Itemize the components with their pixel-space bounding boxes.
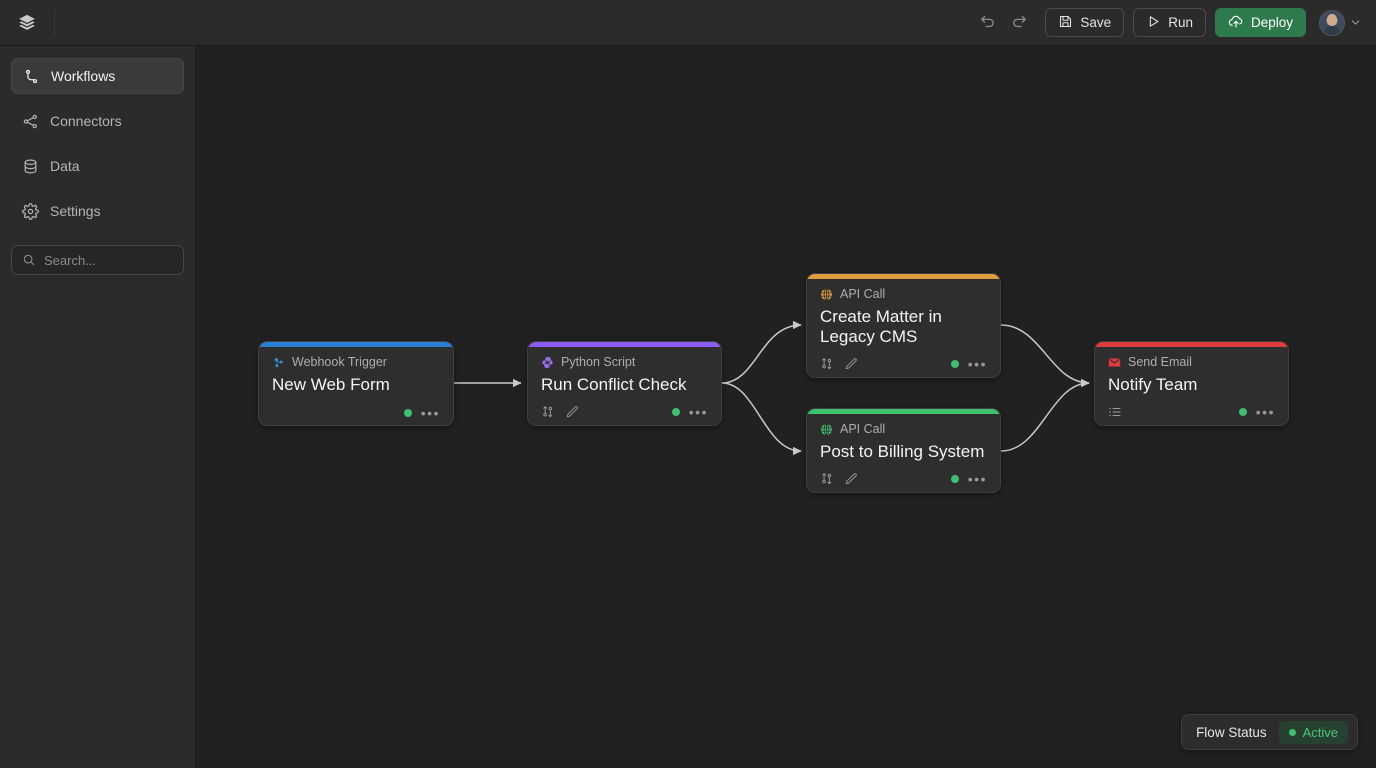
- envelope-icon: [1108, 356, 1121, 369]
- workflow-path-icon: [23, 68, 40, 85]
- flow-status-badge[interactable]: Active: [1278, 720, 1348, 744]
- node-accent-bar: [1095, 342, 1288, 347]
- deploy-button[interactable]: Deploy: [1214, 8, 1306, 37]
- play-icon: [1146, 14, 1161, 32]
- pencil-icon[interactable]: [844, 472, 858, 486]
- node-title: Notify Team: [1108, 375, 1198, 394]
- branch-icon[interactable]: [820, 357, 834, 371]
- node-kind-label: Python Script: [561, 355, 636, 370]
- flow-status-state: Active: [1302, 724, 1338, 740]
- node-send-email[interactable]: Send Email Notify Team: [1094, 341, 1289, 426]
- top-toolbar: Save Run Deploy: [0, 0, 1376, 46]
- sidebar-item-workflows[interactable]: Workflows: [11, 58, 184, 94]
- ellipsis-icon[interactable]: •••: [688, 404, 708, 421]
- node-kind-label: API Call: [840, 287, 886, 302]
- node-foot-icons: [1108, 405, 1122, 419]
- flow-status-label: Flow Status: [1196, 724, 1267, 740]
- node-title: Post to Billing System: [820, 442, 985, 461]
- sidebar-item-label: Workflows: [51, 68, 116, 84]
- node-api-call-cms[interactable]: API Call Create Matter in Legacy CMS: [806, 273, 1001, 378]
- node-foot-icons: [820, 357, 858, 371]
- node-accent-bar: [528, 342, 721, 347]
- ellipsis-icon[interactable]: •••: [967, 471, 987, 488]
- sidebar-item-connectors[interactable]: Connectors: [11, 103, 184, 139]
- deploy-button-label: Deploy: [1250, 15, 1293, 30]
- node-foot-icons: [541, 405, 579, 419]
- edge-billing-to-email: [1000, 378, 1090, 452]
- node-title: Create Matter in Legacy CMS: [820, 307, 942, 347]
- node-kind-label: Send Email: [1128, 355, 1192, 370]
- globe-icon: [820, 423, 833, 436]
- python-icon: [541, 356, 554, 369]
- list-icon[interactable]: [1108, 405, 1122, 419]
- node-kind-label: API Call: [840, 422, 886, 437]
- undo-icon: [979, 13, 996, 33]
- app-body: Workflows Connectors: [0, 46, 1376, 768]
- search-box[interactable]: [11, 245, 220, 275]
- sidebar-item-label: Settings: [50, 203, 101, 219]
- ellipsis-icon[interactable]: •••: [967, 356, 987, 373]
- database-icon: [22, 158, 39, 175]
- node-api-call-billing[interactable]: API Call Post to Billing System: [806, 408, 1001, 493]
- cloud-upload-icon: [1228, 13, 1244, 32]
- user-menu[interactable]: [1319, 9, 1362, 36]
- share-network-icon: [22, 113, 39, 130]
- status-dot-icon: [1288, 728, 1296, 736]
- node-python-script[interactable]: Python Script Run Conflict Check: [527, 341, 722, 426]
- edge-python-to-billing: [721, 382, 802, 456]
- globe-icon: [820, 288, 833, 301]
- status-badge: [671, 408, 680, 417]
- chevron-down-icon: [1349, 16, 1362, 29]
- ellipsis-icon[interactable]: •••: [420, 405, 440, 421]
- edge-python-to-cms: [721, 320, 802, 384]
- save-disk-icon: [1058, 14, 1073, 32]
- search-input[interactable]: [44, 252, 220, 268]
- gear-icon: [22, 202, 39, 220]
- status-badge: [950, 360, 959, 369]
- branch-icon[interactable]: [541, 405, 555, 419]
- status-badge: [403, 409, 412, 417]
- node-title: Run Conflict Check: [541, 375, 687, 394]
- save-button[interactable]: Save: [1045, 8, 1125, 37]
- logo-divider: [54, 9, 55, 36]
- layers-icon: [14, 10, 40, 36]
- node-title: New Web Form: [272, 375, 390, 394]
- status-badge: [1238, 408, 1247, 417]
- run-button[interactable]: Run: [1133, 8, 1206, 37]
- node-foot-icons: [820, 472, 858, 486]
- app-logo[interactable]: [14, 0, 55, 45]
- redo-icon: [1011, 13, 1028, 33]
- undo-button[interactable]: [972, 8, 1002, 38]
- edge-cms-to-email: [1000, 324, 1090, 388]
- ellipsis-icon[interactable]: •••: [1255, 404, 1275, 421]
- save-button-label: Save: [1080, 15, 1112, 30]
- workflow-canvas[interactable]: Webhook Trigger New Web Form •••: [196, 46, 1376, 768]
- pencil-icon[interactable]: [565, 405, 579, 419]
- redo-button[interactable]: [1004, 8, 1034, 38]
- pencil-icon[interactable]: [844, 357, 858, 371]
- sidebar: Workflows Connectors: [0, 46, 220, 768]
- node-kind-label: Webhook Trigger: [292, 355, 387, 370]
- node-accent-bar: [807, 409, 1000, 414]
- branch-icon[interactable]: [820, 472, 834, 486]
- search-icon: [22, 253, 36, 267]
- node-accent-bar: [259, 342, 453, 347]
- sidebar-item-label: Data: [50, 158, 80, 174]
- node-accent-bar: [807, 274, 1000, 279]
- node-webhook-trigger[interactable]: Webhook Trigger New Web Form •••: [258, 341, 454, 426]
- avatar: [1319, 9, 1345, 36]
- webhook-icon: [272, 356, 285, 369]
- sidebar-item-label: Connectors: [50, 113, 122, 129]
- status-badge: [950, 475, 959, 484]
- run-button-label: Run: [1168, 15, 1193, 30]
- sidebar-item-settings[interactable]: Settings: [11, 193, 184, 229]
- flow-status-panel: Flow Status Active: [1181, 714, 1358, 750]
- sidebar-item-data[interactable]: Data: [11, 148, 184, 184]
